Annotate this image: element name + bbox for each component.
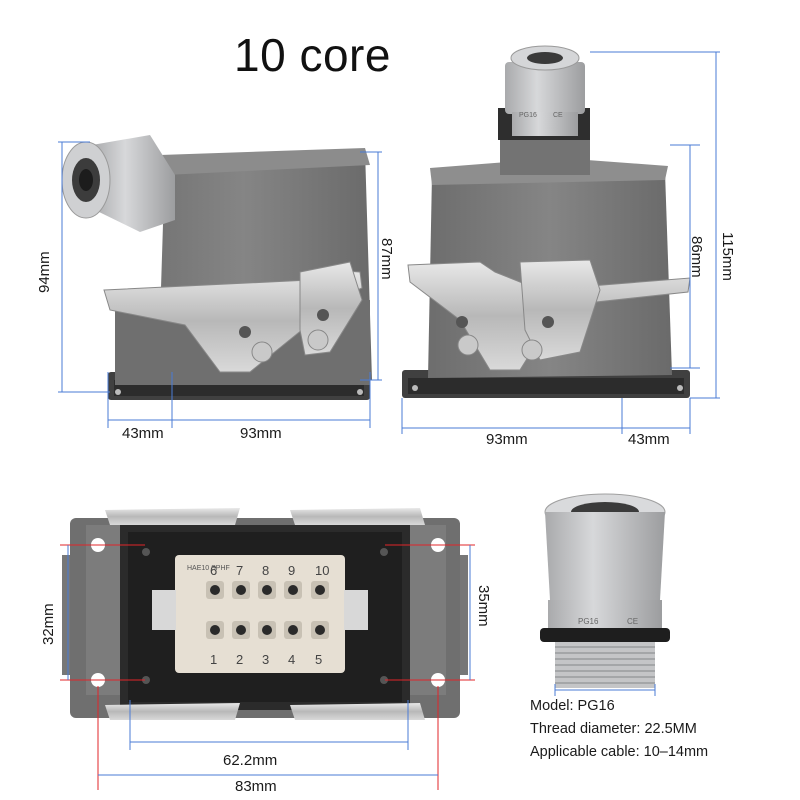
insert-number: 5 bbox=[315, 652, 323, 667]
dim-left-width-flange: 43mm bbox=[122, 425, 164, 442]
gland-mark-ce: CE bbox=[553, 112, 563, 119]
insert-number: 3 bbox=[262, 652, 270, 667]
dimension-lines-front bbox=[60, 544, 475, 790]
spec-model: Model: PG16 bbox=[530, 698, 615, 714]
spec-thread: Thread diameter: 22.5MM bbox=[530, 721, 697, 737]
dimension-lines-gland bbox=[554, 684, 656, 696]
insert-number: 10 bbox=[315, 563, 330, 578]
dim-front-width-outer: 83mm bbox=[235, 778, 277, 795]
dim-front-height-right: 35mm bbox=[475, 585, 492, 627]
insert-number: 8 bbox=[262, 563, 270, 578]
insert-number: 1 bbox=[210, 652, 218, 667]
dim-left-width-body: 93mm bbox=[240, 425, 282, 442]
terminal-hole bbox=[210, 625, 220, 635]
insert-number: 6 bbox=[210, 563, 218, 578]
left-cable-gland bbox=[61, 135, 175, 232]
right-housing bbox=[402, 135, 691, 398]
dim-right-width-body: 93mm bbox=[486, 431, 528, 448]
dim-right-height-total: 115mm bbox=[719, 232, 736, 281]
insert-number: 7 bbox=[236, 563, 244, 578]
page-title: 10 core bbox=[234, 29, 391, 81]
right-cable-gland bbox=[498, 45, 590, 140]
gland-mark-pg: PG16 bbox=[519, 112, 537, 119]
insert-number: 9 bbox=[288, 563, 296, 578]
spec-cable: Applicable cable: 10–14mm bbox=[530, 744, 709, 760]
terminal-block bbox=[206, 581, 329, 639]
terminal-hole bbox=[210, 585, 220, 595]
terminal-hole bbox=[315, 625, 325, 635]
terminal-hole bbox=[288, 585, 298, 595]
terminal-hole bbox=[288, 625, 298, 635]
left-housing bbox=[103, 148, 372, 400]
terminal-hole bbox=[236, 585, 246, 595]
insert-number: 4 bbox=[288, 652, 296, 667]
dim-left-height: 94mm bbox=[36, 251, 53, 293]
terminal-hole bbox=[262, 585, 272, 595]
dimension-lines bbox=[58, 51, 720, 434]
dim-right-width-flange: 43mm bbox=[628, 431, 670, 448]
terminal-hole bbox=[262, 625, 272, 635]
terminal-hole bbox=[315, 585, 325, 595]
dimension-lines-front-blue bbox=[67, 545, 471, 776]
dim-front-height-left: 32mm bbox=[40, 603, 57, 645]
gland-detail-mark-ce: CE bbox=[627, 617, 639, 626]
dim-front-width-inner: 62.2mm bbox=[223, 752, 278, 769]
dim-right-height-body: 86mm bbox=[688, 236, 705, 278]
terminal-hole bbox=[236, 625, 246, 635]
gland-detail bbox=[540, 493, 670, 688]
insert-number: 2 bbox=[236, 652, 244, 667]
front-housing bbox=[62, 508, 468, 720]
insert-label: HAE10 SPHF bbox=[187, 565, 230, 572]
dim-left-height-inner: 87mm bbox=[378, 238, 395, 280]
gland-detail-mark-pg: PG16 bbox=[578, 617, 599, 626]
